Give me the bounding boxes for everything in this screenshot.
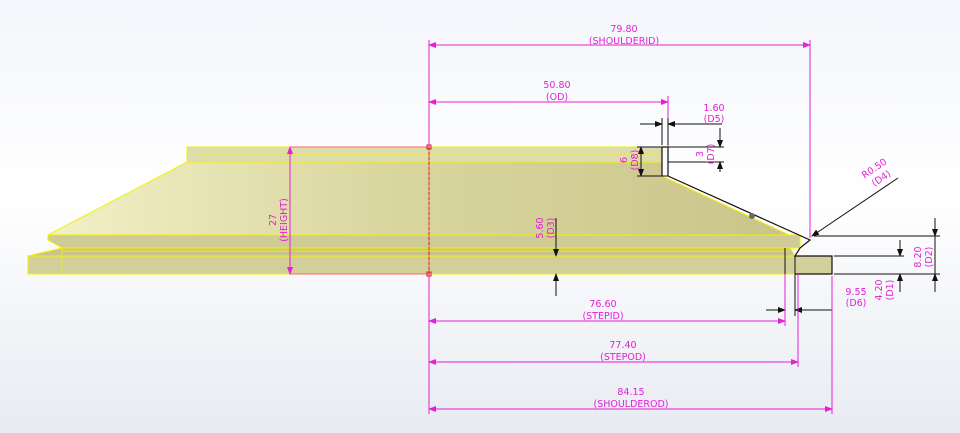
dim-d5[interactable]: 1.60 (D5) xyxy=(640,103,725,145)
dim-d8-name: (D8) xyxy=(630,150,641,171)
dim-d1-name: (D1) xyxy=(885,280,896,301)
dim-step-id[interactable]: 76.60 (STEPID) xyxy=(428,274,786,414)
dim-od[interactable]: 50.80 (OD) xyxy=(428,80,669,147)
dim-d7-value: 3 xyxy=(695,151,706,157)
dim-d5-value: 1.60 xyxy=(703,103,724,114)
dim-d3-value: 5.60 xyxy=(535,217,546,238)
dim-shoulder-id-value: 79.80 xyxy=(610,24,637,35)
dim-od-name: (OD) xyxy=(546,92,568,103)
dim-d2-value: 8.20 xyxy=(913,246,924,267)
dim-d5-name: (D5) xyxy=(704,114,725,125)
part-body xyxy=(27,144,833,277)
dim-d4[interactable]: R0.50 (D4) xyxy=(811,157,899,237)
dim-d2-name: (D2) xyxy=(924,247,935,268)
dim-shoulder-id[interactable]: 79.80 (SHOULDERID) xyxy=(428,24,811,238)
dim-od-value: 50.80 xyxy=(543,80,570,91)
dim-d8-value: 6 xyxy=(619,157,630,163)
dim-shoulder-od-name: (SHOULDEROD) xyxy=(593,399,668,410)
dim-d1[interactable]: 4.20 (D1) xyxy=(834,240,904,301)
dim-shoulder-od-value: 84.15 xyxy=(617,387,644,398)
dim-d1-value: 4.20 xyxy=(874,279,885,300)
dim-d3[interactable]: 5.60 (D3) xyxy=(535,217,559,296)
dim-step-od-value: 77.40 xyxy=(609,340,636,351)
dim-height[interactable]: 27 (HEIGHT) xyxy=(268,146,293,275)
dim-d3-name: (D3) xyxy=(546,218,557,239)
dim-d7-name: (D7) xyxy=(706,144,717,165)
dim-shoulder-od[interactable]: 84.15 (SHOULDEROD) xyxy=(428,276,833,414)
dim-d8[interactable]: 6 (D8) xyxy=(619,146,668,177)
dim-height-value: 27 xyxy=(268,214,279,226)
dim-height-name: (HEIGHT) xyxy=(279,198,290,242)
dim-d2[interactable]: 8.20 (D2) xyxy=(814,218,940,292)
dim-shoulder-id-name: (SHOULDERID) xyxy=(589,36,659,47)
dim-step-od[interactable]: 77.40 (STEPOD) xyxy=(428,274,799,367)
dim-d6-name: (D6) xyxy=(846,298,867,309)
dim-d6-value: 9.55 xyxy=(845,287,866,298)
dim-step-id-name: (STEPID) xyxy=(582,311,623,322)
dim-step-id-value: 76.60 xyxy=(589,299,616,310)
dim-d7[interactable]: 3 (D7) xyxy=(668,128,724,172)
dim-step-od-name: (STEPOD) xyxy=(600,352,646,363)
